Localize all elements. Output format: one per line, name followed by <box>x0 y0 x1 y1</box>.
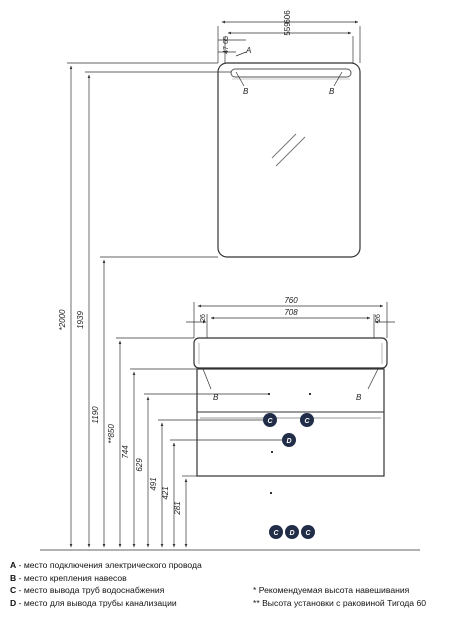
mirror-offset-top-label: 65 <box>223 36 230 44</box>
height-dimensions <box>67 62 282 548</box>
marker-b-mirror-left: B <box>243 87 249 96</box>
marker-d-unit: D <box>286 438 291 445</box>
legend-left: A - место подключения электрического про… <box>10 559 202 609</box>
unit-side-left-label: 26 <box>200 314 207 322</box>
height-281-label: 281 <box>173 501 182 515</box>
legend-item-c: C - место вывода труб водоснабжения <box>10 585 165 596</box>
unit-inner-width-label: 708 <box>284 308 298 317</box>
height-629-label: 629 <box>135 458 144 472</box>
mirror-total-width-label: 606 <box>283 10 292 24</box>
height-491-label: 491 <box>149 477 158 490</box>
marker-c-floor-right: C <box>305 530 311 537</box>
note-installation-height: ** Высота установки с раковиной Тигода 6… <box>253 597 427 608</box>
height-744-label: 744 <box>121 445 130 459</box>
unit-width-dimension <box>186 302 395 338</box>
unit-total-width-label: 760 <box>284 296 298 305</box>
note-recommended-height: * Рекомендуемая высота навешивания <box>253 585 410 595</box>
marker-b-unit-right: B <box>356 393 362 402</box>
unit-side-right-label: 26 <box>375 314 382 322</box>
marker-b-unit-left: B <box>213 393 219 402</box>
legend-item-b: B - место крепления навесов <box>10 572 127 583</box>
legend-notes: * Рекомендуемая высота навешивания ** Вы… <box>253 584 426 609</box>
legend-item-a: A - место подключения электрического про… <box>10 560 202 570</box>
height-2000-label: *2000 <box>58 309 67 330</box>
height-1939-label: 1939 <box>76 311 85 329</box>
marker-d-floor: D <box>289 530 294 537</box>
marker-c-floor-left: C <box>273 530 279 537</box>
mirror <box>217 62 361 258</box>
reference-dots <box>268 393 311 494</box>
marker-c-right: C <box>304 418 310 425</box>
connection-points <box>263 413 315 539</box>
marker-c-left: C <box>267 418 273 425</box>
unit-markers <box>202 368 379 390</box>
vanity-unit <box>193 337 388 477</box>
height-850-label: **850 <box>107 424 116 444</box>
legend-item-d: D - место для вывода трубы канализации <box>10 597 177 608</box>
mirror-offset-side-label: 47 <box>223 46 230 54</box>
marker-b-mirror-right: B <box>329 87 335 96</box>
height-421-label: 421 <box>161 486 170 499</box>
marker-a-mirror: A <box>245 46 251 55</box>
mirror-markers <box>235 51 343 87</box>
height-1190-label: 1190 <box>91 406 100 424</box>
mirror-inner-width-label: 559 <box>283 22 292 36</box>
mirror-width-dimension <box>217 20 361 63</box>
